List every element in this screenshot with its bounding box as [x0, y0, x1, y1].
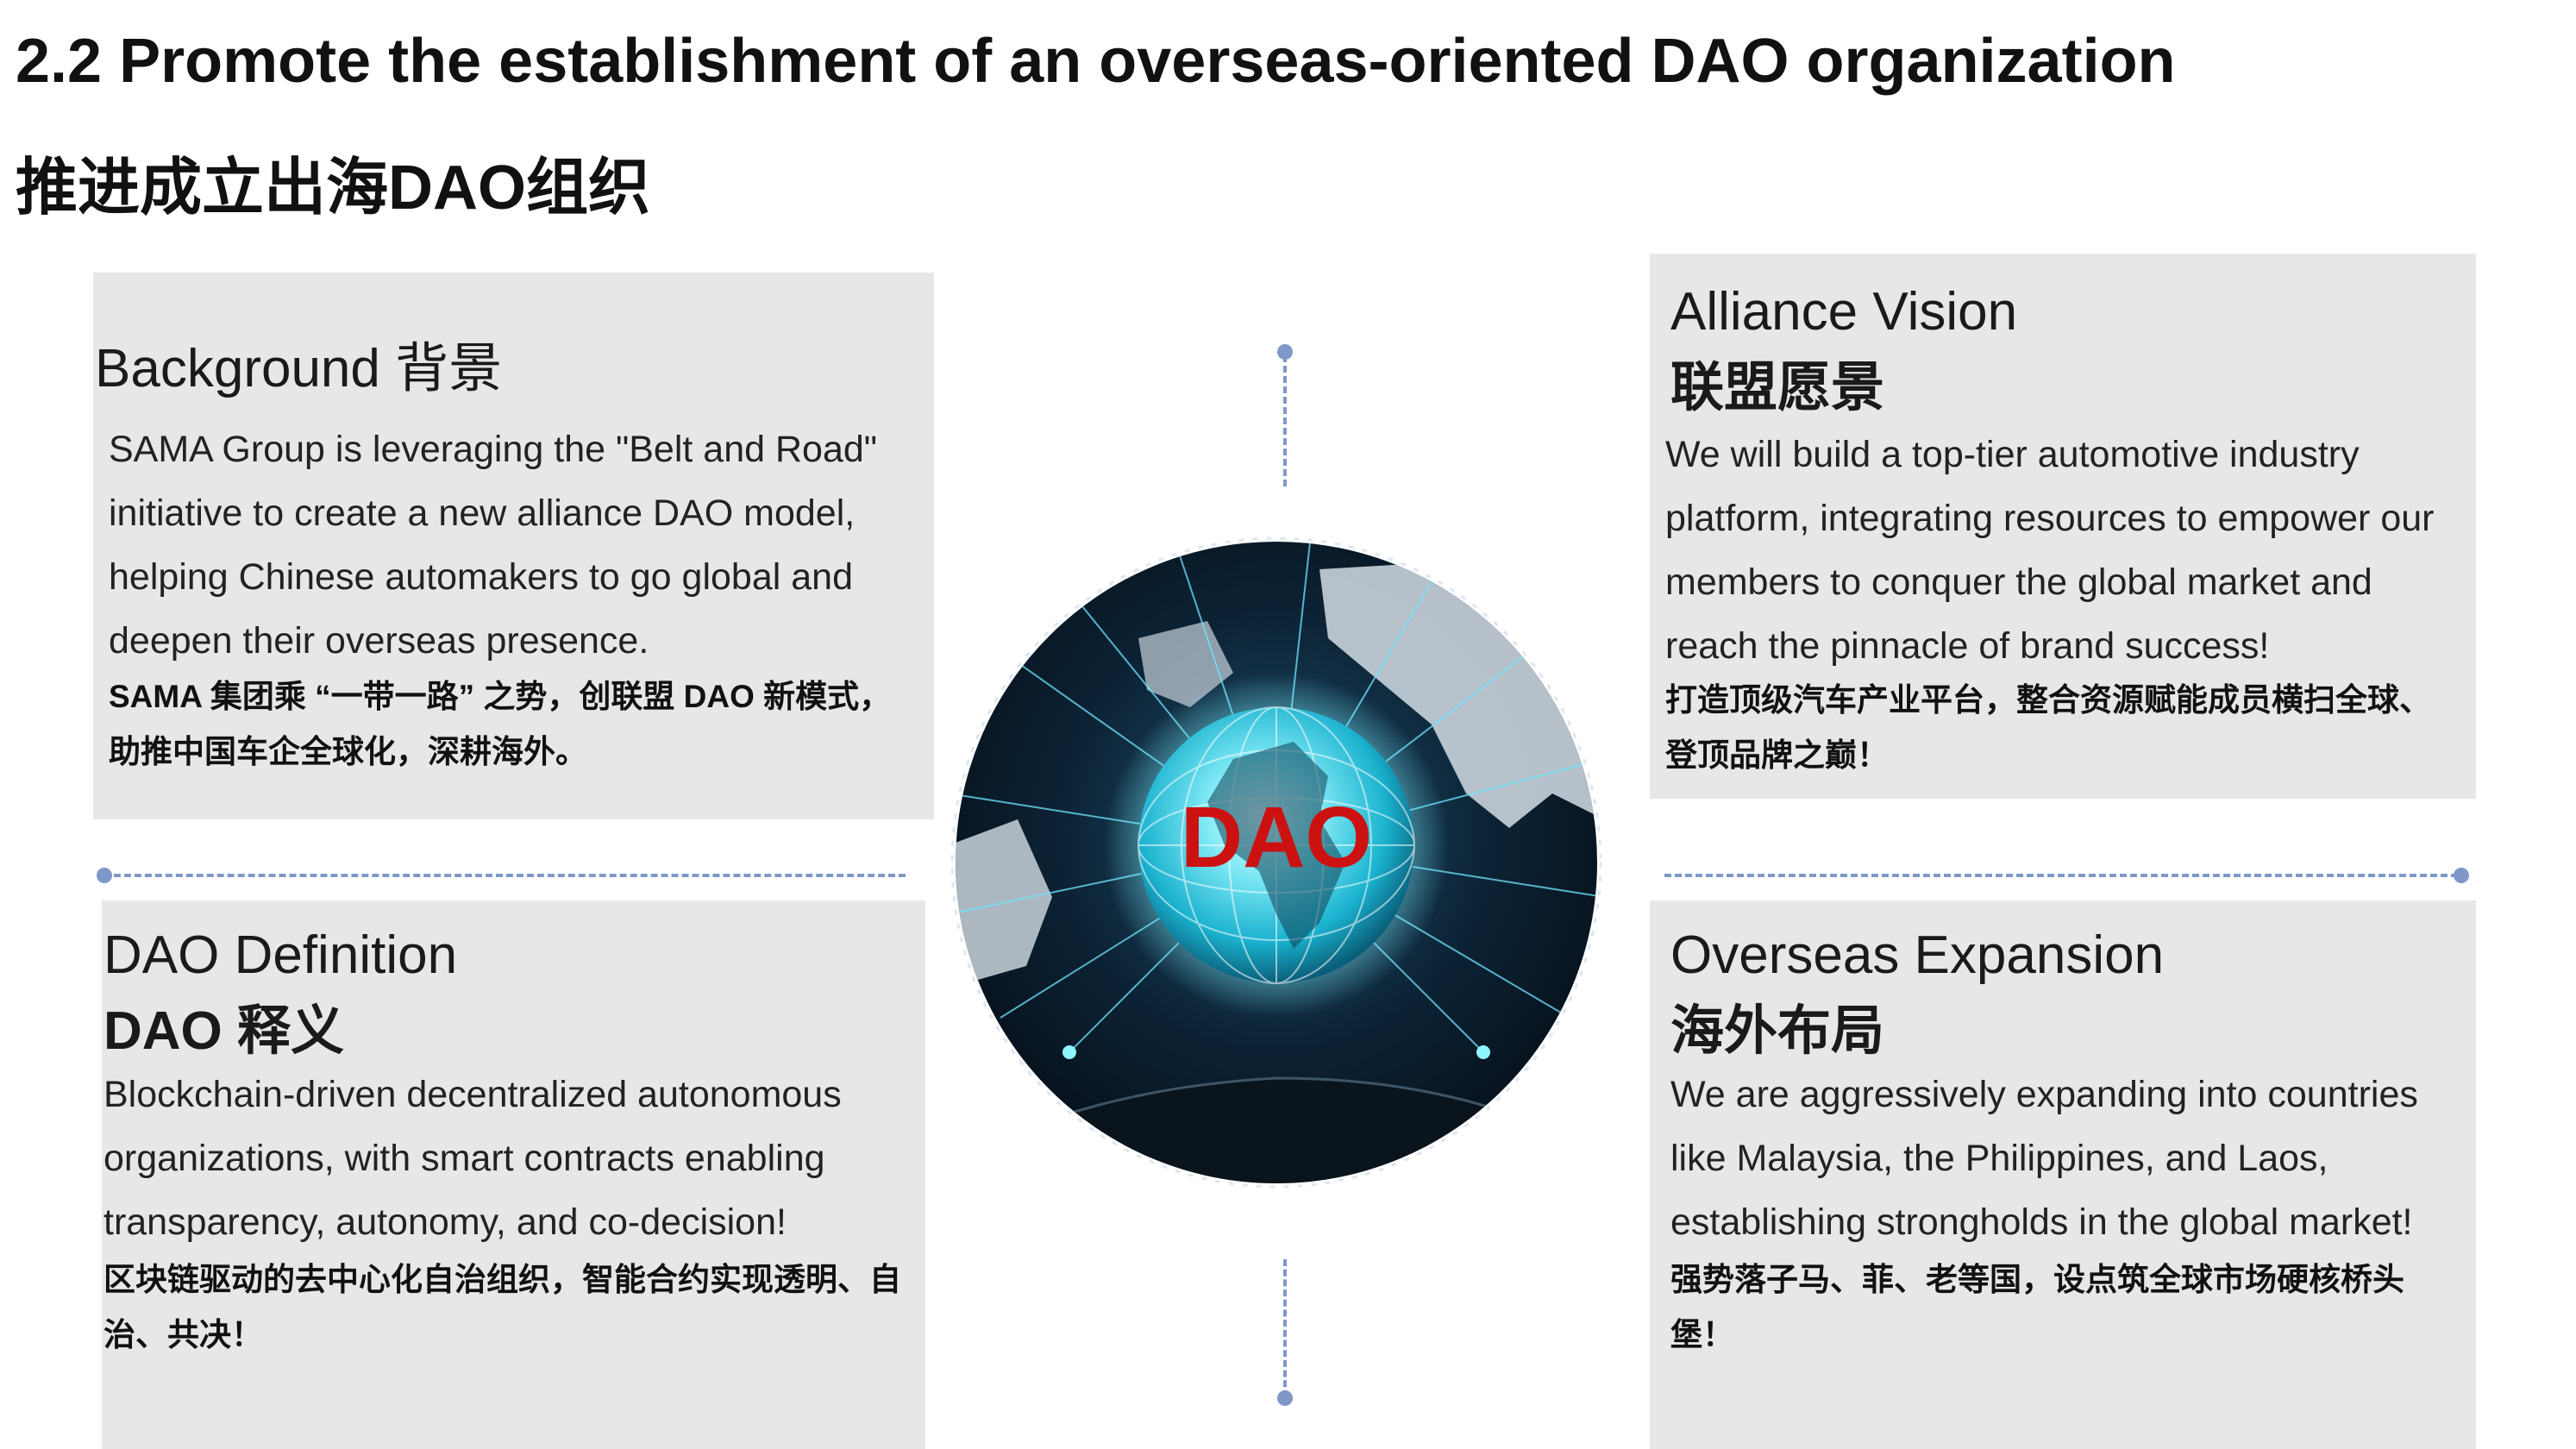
dao-definition-body-en: Blockchain-driven decentralized autonomo… — [103, 1074, 842, 1243]
overseas-expansion-heading-zh: 海外布局 — [1670, 1001, 1885, 1061]
globe-illustration: DAO — [949, 535, 1604, 1190]
dao-center-label: DAO — [1181, 789, 1372, 886]
alliance-vision-heading-en: Alliance Vision — [1670, 282, 2018, 342]
overseas-expansion-card: Overseas Expansion 海外布局 We are aggressiv… — [1650, 900, 2476, 1449]
globe-icon: DAO — [950, 536, 1602, 1189]
dao-definition-card: DAO Definition DAO 释义 Blockchain-driven … — [102, 900, 925, 1449]
dao-definition-heading-zh: DAO 释义 — [103, 1001, 345, 1061]
alliance-vision-body-en: We will build a top-tier automotive indu… — [1665, 434, 2435, 667]
connector-dot-bottom — [1277, 1390, 1293, 1406]
page-title-zh: 推进成立出海DAO组织 — [16, 154, 650, 223]
alliance-vision-heading-zh: 联盟愿景 — [1670, 358, 1885, 417]
alliance-vision-body-zh: 打造顶级汽车产业平台，整合资源赋能成员横扫全球、登顶品牌之巅！ — [1665, 682, 2431, 773]
connector-top — [1283, 355, 1287, 486]
overseas-expansion-body-en: We are aggressively expanding into count… — [1670, 1074, 2418, 1243]
connector-dot-top — [1277, 344, 1293, 360]
overseas-expansion-heading-en: Overseas Expansion — [1670, 925, 2165, 985]
connector-dot-right — [2454, 868, 2469, 883]
background-card: Background 背景 SAMA Group is leveraging t… — [93, 273, 934, 819]
connector-dot-left — [97, 868, 112, 883]
dao-definition-body-zh: 区块链驱动的去中心化自治组织，智能合约实现透明、自治、共决！ — [103, 1262, 901, 1352]
background-body-en: SAMA Group is leveraging the "Belt and R… — [109, 429, 878, 662]
background-heading: Background 背景 — [95, 339, 503, 398]
connector-left — [103, 874, 906, 877]
connector-right — [1664, 874, 2458, 877]
dao-definition-heading-en: DAO Definition — [103, 925, 458, 985]
connector-bottom — [1283, 1259, 1287, 1397]
alliance-vision-card: Alliance Vision 联盟愿景 We will build a top… — [1650, 254, 2476, 799]
page-title-en: 2.2 Promote the establishment of an over… — [16, 27, 2176, 96]
overseas-expansion-body-zh: 强势落子马、菲、老等国，设点筑全球市场硬核桥头堡！ — [1670, 1262, 2404, 1352]
background-body-zh: SAMA 集团乘 “一带一路” 之势，创联盟 DAO 新模式，助推中国车企全球化… — [109, 679, 892, 769]
